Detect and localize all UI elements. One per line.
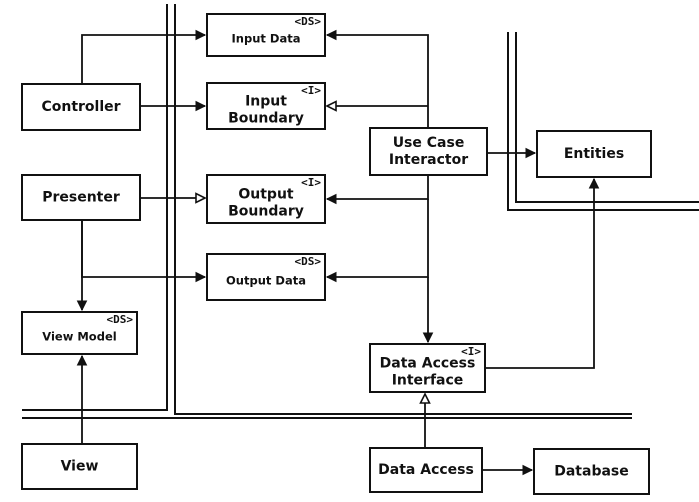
- data-access-box: Data Access: [369, 447, 483, 493]
- view-model-label: View Model: [42, 330, 116, 344]
- output-data-box: <DS> Output Data: [206, 253, 326, 301]
- dependency-arrows: [76, 29, 600, 476]
- view-box: View: [21, 443, 138, 490]
- arrowhead: [76, 300, 88, 312]
- arrow-controller-to-input-boundary: [140, 100, 207, 112]
- arrowhead: [195, 100, 207, 112]
- arrow-interactor-to-data-access-interface: [422, 277, 434, 344]
- data-access-interface-label: Interface: [392, 373, 464, 389]
- arrow-interactor-implements-input-boundary: [325, 100, 428, 112]
- view-label: View: [61, 459, 99, 475]
- database-label: Database: [554, 464, 629, 480]
- output-boundary-stereotype: <I>: [301, 176, 321, 189]
- arrowhead: [195, 271, 207, 283]
- arrow-data-access-interface-to-entities: [485, 177, 600, 369]
- input-boundary-stereotype: <I>: [301, 84, 321, 97]
- arrow-presenter-implements-output-boundary: [140, 192, 207, 204]
- arrow-presenter-to-output-data: [81, 220, 207, 283]
- arrowhead: [525, 147, 537, 159]
- hollow-arrowhead: [195, 192, 207, 204]
- entities-label: Entities: [564, 146, 624, 162]
- input-data-box: <DS> Input Data: [206, 13, 326, 57]
- input-boundary-label: Input: [245, 94, 287, 110]
- arrow-controller-to-input-data: [81, 29, 207, 84]
- arrowhead: [422, 332, 434, 344]
- entities-boundary-outer: [507, 32, 699, 211]
- data-access-label: Data Access: [378, 462, 474, 478]
- controller-box: Controller: [21, 83, 141, 131]
- arrowhead: [76, 354, 88, 366]
- output-boundary-label: Output: [238, 187, 294, 203]
- arrowhead: [588, 177, 600, 189]
- arrow-interactor-to-output-data: [325, 199, 429, 283]
- view-model-stereotype: <DS>: [107, 313, 134, 326]
- view-model-box: <DS> View Model: [21, 311, 138, 355]
- output-data-stereotype: <DS>: [295, 255, 322, 268]
- arrow-interactor-to-entities: [487, 147, 537, 159]
- arrow-view-to-view-model: [76, 354, 88, 444]
- data-access-interface-label: Data Access: [380, 356, 476, 372]
- input-boundary-label: Boundary: [228, 111, 304, 127]
- output-boundary-label: Boundary: [228, 204, 304, 220]
- vertical-boundary-outer: [22, 4, 168, 411]
- entities-boundary-inner: [515, 32, 699, 203]
- controller-label: Controller: [41, 99, 120, 115]
- use-case-interactor-label: Use Case: [393, 135, 465, 151]
- arrow-interactor-to-output-boundary: [325, 175, 429, 205]
- arrowhead: [195, 29, 207, 41]
- data-access-interface-stereotype: <I>: [461, 345, 481, 358]
- arrowhead: [325, 29, 337, 41]
- output-data-label: Output Data: [226, 274, 306, 288]
- arrowhead: [325, 271, 337, 283]
- use-case-interactor-label: Interactor: [389, 152, 468, 168]
- arrow-data-access-implements-interface: [419, 392, 431, 448]
- database-box: Database: [533, 448, 650, 495]
- architecture-boundary-lines: [22, 4, 699, 419]
- arrow-data-access-to-database: [482, 464, 534, 476]
- presenter-label: Presenter: [42, 190, 120, 206]
- input-data-stereotype: <DS>: [295, 15, 322, 28]
- arrow-interactor-to-input-data: [325, 29, 429, 128]
- presenter-box: Presenter: [21, 174, 141, 221]
- arrowhead: [325, 193, 337, 205]
- entities-box: Entities: [536, 130, 652, 178]
- arrow-presenter-to-view-model: [76, 220, 88, 312]
- arrowhead: [522, 464, 534, 476]
- input-data-label: Input Data: [232, 32, 301, 46]
- vertical-boundary-inner: [174, 4, 632, 415]
- hollow-arrowhead: [325, 100, 337, 112]
- hollow-arrowhead: [419, 392, 431, 404]
